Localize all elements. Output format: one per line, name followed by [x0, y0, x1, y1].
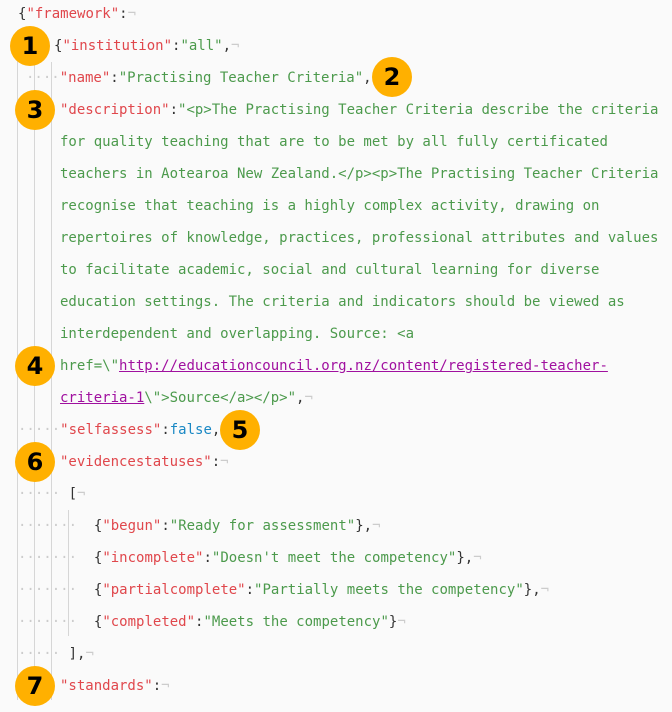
callout-badge-2: 2: [372, 57, 412, 97]
code-line-status-item: ······· {"incomplete":"Doesn't meet the …: [18, 550, 482, 566]
code-line-description: "description":"<p>The Practising Teacher…: [60, 102, 659, 406]
code-line-array-open: ····· [¬: [18, 486, 86, 502]
callout-badge-5: 5: [220, 410, 260, 450]
code-line-institution: {"institution":"all",¬: [54, 38, 240, 54]
callout-badge-7: 7: [15, 666, 55, 706]
callout-badge-1: 1: [10, 26, 50, 66]
code-line-evidencestatuses: "evidencestatuses":¬: [60, 454, 229, 470]
indent-guide: [68, 510, 69, 636]
callout-badge-6: 6: [15, 442, 55, 482]
code-line-status-item: ······· {"begun":"Ready for assessment"}…: [18, 518, 381, 534]
code-line-framework: {"framework":¬: [18, 6, 137, 22]
description-link[interactable]: http://educationcouncil.org.nz/content/r…: [60, 358, 608, 406]
callout-badge-3: 3: [15, 90, 55, 130]
code-line-selfassess: ·····"selfassess":false,: [18, 422, 221, 438]
indent-guide: [51, 62, 52, 700]
code-line-name: ····"name":"Practising Teacher Criteria"…: [26, 70, 372, 86]
code-line-standards: "standards":¬: [60, 678, 170, 694]
code-line-array-close: ····· ],¬: [18, 646, 94, 662]
callout-badge-4: 4: [15, 346, 55, 386]
code-line-status-item: ······· {"completed":"Meets the competen…: [18, 614, 406, 630]
code-line-status-item: ······· {"partialcomplete":"Partially me…: [18, 582, 550, 598]
